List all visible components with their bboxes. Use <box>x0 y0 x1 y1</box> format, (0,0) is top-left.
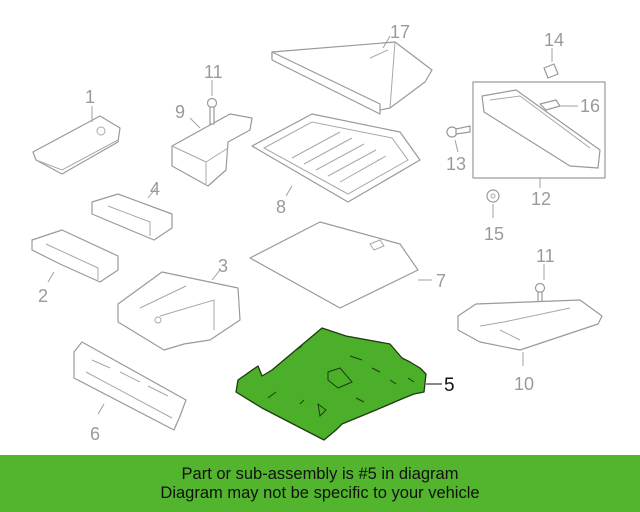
exploded-parts-diagram: 17 1 9 11 8 14 16 12 <box>31 22 606 444</box>
label-7: 7 <box>436 271 446 291</box>
part-7-load-floor[interactable] <box>249 221 419 309</box>
label-9: 9 <box>175 102 185 122</box>
label-12: 12 <box>531 189 551 209</box>
part-6-rear-panel[interactable] <box>73 341 187 431</box>
label-15: 15 <box>484 224 504 244</box>
label-11-lower: 11 <box>536 246 555 266</box>
leader-17 <box>382 35 391 49</box>
label-4: 4 <box>150 179 160 199</box>
label-2: 2 <box>38 286 48 306</box>
leader-6 <box>97 403 105 415</box>
part-13-push-clip[interactable] <box>446 125 471 138</box>
part-9-bracket[interactable] <box>171 113 253 187</box>
label-3: 3 <box>218 256 228 276</box>
label-8: 8 <box>276 197 286 217</box>
part-10-side-tray[interactable] <box>457 299 603 351</box>
leader-4 <box>147 187 157 199</box>
label-1: 1 <box>85 87 95 107</box>
label-16: 16 <box>580 96 600 116</box>
leader-2 <box>47 271 55 283</box>
part-14-clip[interactable] <box>543 63 559 79</box>
label-6: 6 <box>90 424 100 444</box>
part-11-bolt-upper[interactable] <box>206 97 218 125</box>
part-15-fastener[interactable] <box>486 189 500 203</box>
label-17: 17 <box>390 22 410 42</box>
label-10: 10 <box>514 374 534 394</box>
label-5: 5 <box>444 375 455 396</box>
banner-line-1: Part or sub-assembly is #5 in diagram <box>181 464 459 483</box>
leader-9 <box>189 117 201 129</box>
part-8-cargo-tray[interactable] <box>251 113 421 203</box>
label-14: 14 <box>544 30 564 50</box>
leader-13 <box>454 139 459 153</box>
part-17-cargo-cover[interactable] <box>271 41 433 115</box>
part-1-access-panel[interactable] <box>32 115 121 175</box>
part-2-bracket[interactable] <box>31 229 119 283</box>
part-12-sill-plate-assembly[interactable] <box>472 81 606 179</box>
banner-line-2: Diagram may not be specific to your vehi… <box>160 483 480 502</box>
part-3-storage-tray[interactable] <box>117 271 241 351</box>
leader-3 <box>211 269 221 281</box>
part-4-bracket[interactable] <box>91 193 173 241</box>
label-11-upper: 11 <box>204 62 223 82</box>
leader-8 <box>285 185 293 197</box>
part-5-highlighted-panel[interactable] <box>235 327 427 441</box>
info-banner: Part or sub-assembly is #5 in diagram Di… <box>0 455 640 512</box>
label-13: 13 <box>446 154 466 174</box>
